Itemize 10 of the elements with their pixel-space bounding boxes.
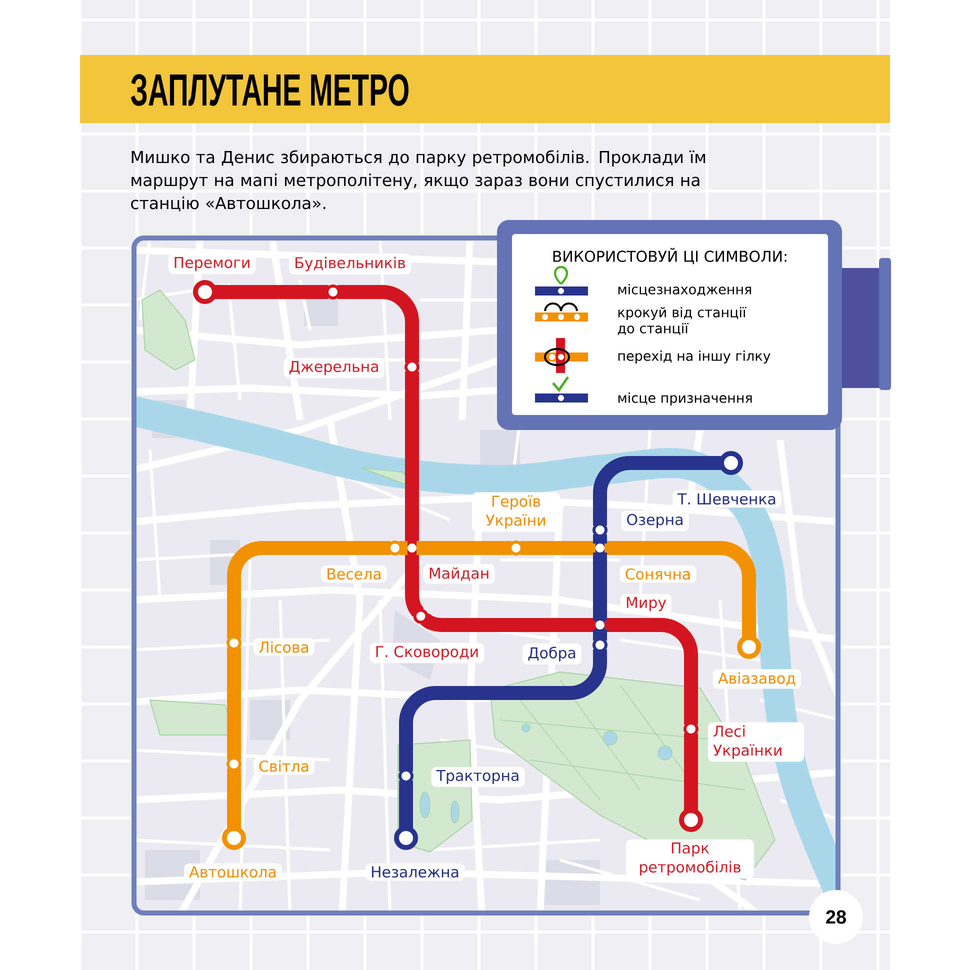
station-name: Перемоги: [168, 254, 256, 274]
title-banner: ЗАПЛУТАНЕ МЕТРО: [80, 55, 890, 123]
instruction-text: Мишко та Денис збираються до парку ретромобілів. Проклади їм маршрут на мапі метрополітену, якщо зараз вони спустилися на станцію «Автошкола».: [131, 150, 706, 212]
station-name: Т. Шевченка: [672, 490, 782, 508]
station-name: Будівельників: [289, 254, 411, 274]
legend-text: місцезнаходження: [618, 284, 752, 296]
page-number: 28: [809, 890, 863, 944]
station-name: Авіазавод: [713, 669, 802, 689]
station-name: Лесі Українки: [708, 722, 804, 762]
legend-heading: ВИКОРИСТОВУЙ ЦІ СИМВОЛИ:: [553, 248, 786, 264]
